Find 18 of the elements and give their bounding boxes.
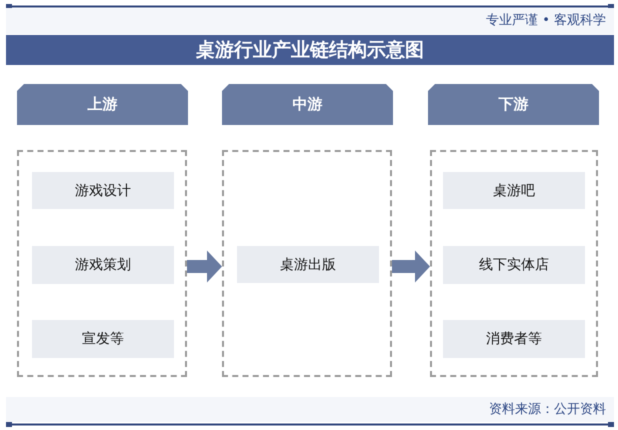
- item-box: 宣发等: [32, 320, 174, 358]
- item-box: 游戏策划: [32, 246, 174, 284]
- item-box: 桌游吧: [443, 172, 585, 209]
- item-box: 游戏设计: [32, 172, 174, 209]
- item-box: 线下实体店: [443, 246, 585, 284]
- stage-header-tab: 中游: [222, 84, 393, 125]
- arrow: [187, 250, 222, 282]
- item-box: 消费者等: [443, 320, 585, 358]
- stage-header-tab: 上游: [17, 84, 188, 125]
- dashed-group-box: [430, 150, 598, 377]
- source-note: 资料来源：公开资料: [489, 402, 606, 418]
- item-box: 桌游出版: [237, 246, 379, 283]
- stage-header-tab: 下游: [428, 84, 599, 125]
- dashed-group-box: [222, 150, 392, 377]
- tagline: 专业严谨 • 客观科学: [486, 13, 606, 29]
- arrow: [392, 250, 430, 282]
- dashed-group-box: [17, 150, 187, 377]
- title-banner: 桌游行业产业链结构示意图: [6, 35, 614, 65]
